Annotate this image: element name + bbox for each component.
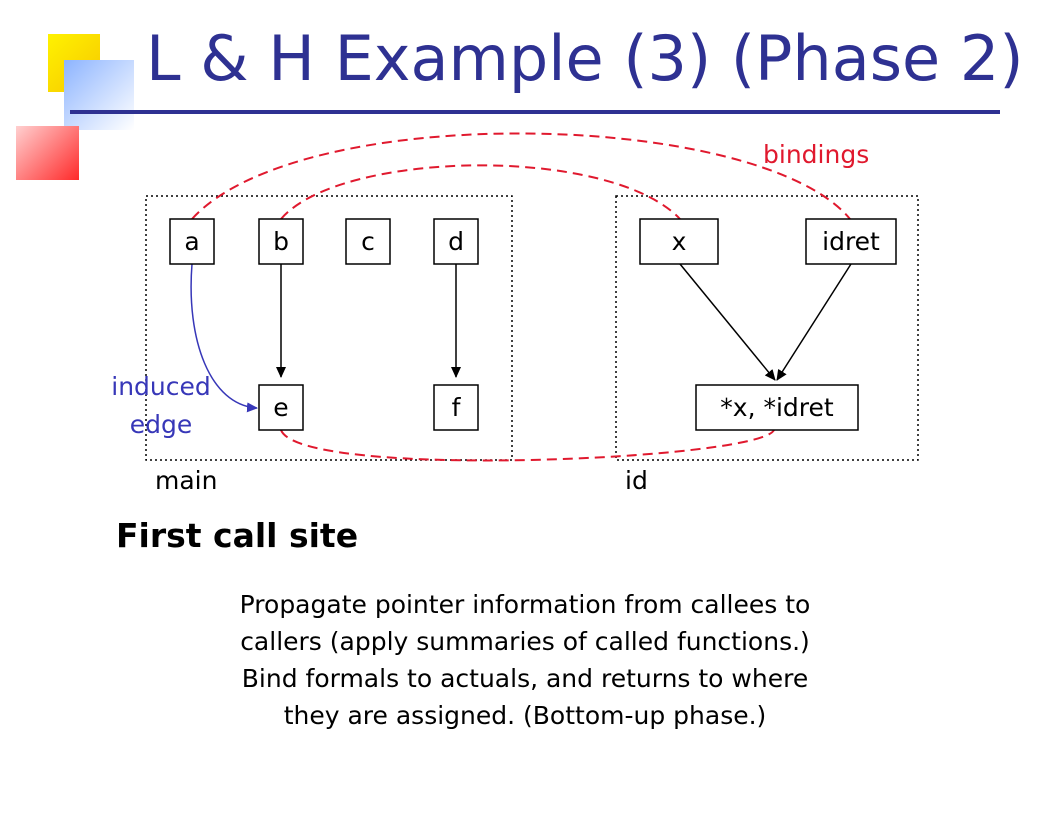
description-line: Propagate pointer information from calle… <box>239 590 811 619</box>
edge-x-deref <box>679 263 776 381</box>
induced-edge-label-line2: edge <box>130 410 193 439</box>
svg-text:idret: idret <box>822 227 880 256</box>
title-underline <box>70 110 1000 114</box>
svg-text:a: a <box>184 227 199 256</box>
svg-text:*x, *idret: *x, *idret <box>720 393 834 422</box>
id-group-label: id <box>625 466 648 495</box>
binding-a-idret <box>191 132 851 220</box>
binding-b-x <box>280 164 681 220</box>
bindings-label: bindings <box>763 140 869 169</box>
decor-red-square <box>16 126 79 180</box>
decor-blue-square <box>64 60 134 130</box>
main-group-label: main <box>155 466 217 495</box>
node-a: a <box>169 218 215 265</box>
node-f: f <box>433 384 479 431</box>
svg-text:d: d <box>448 227 464 256</box>
node-e: e <box>258 384 304 431</box>
slide-title: L & H Example (3) (Phase 2) <box>146 22 1024 95</box>
edge-idret-deref <box>776 263 852 381</box>
svg-text:x: x <box>672 227 687 256</box>
description-line: callers (apply summaries of called funct… <box>240 627 810 656</box>
node-x: x <box>639 218 719 265</box>
svg-text:c: c <box>361 227 375 256</box>
node-b: b <box>258 218 304 265</box>
induced-edge-a-e <box>190 263 258 413</box>
svg-text:b: b <box>273 227 289 256</box>
node-d: d <box>433 218 479 265</box>
description-block: Propagate pointer information from calle… <box>150 586 900 734</box>
description-line: they are assigned. (Bottom-up phase.) <box>283 701 767 730</box>
description-line: Bind formals to actuals, and returns to … <box>241 664 809 693</box>
id-function-box <box>615 195 919 461</box>
section-heading: First call site <box>116 516 359 555</box>
node-idret: idret <box>805 218 897 265</box>
induced-edge-label-line1: induced <box>111 372 211 401</box>
binding-e-deref <box>280 429 775 462</box>
node-deref-x-idret: *x, *idret <box>695 384 859 431</box>
svg-text:e: e <box>273 393 288 422</box>
node-c: c <box>345 218 391 265</box>
svg-text:f: f <box>452 393 462 422</box>
